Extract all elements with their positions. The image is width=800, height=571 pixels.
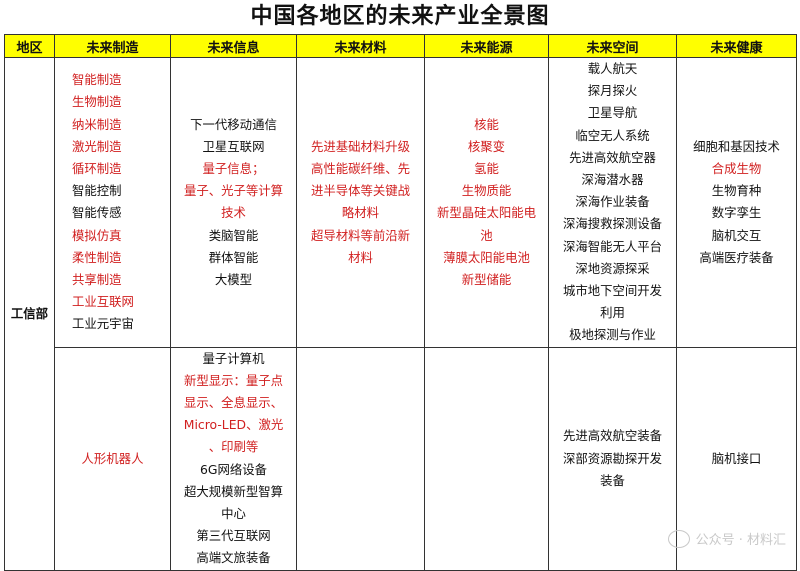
list-item: 技术 — [221, 205, 246, 221]
list-item: 薄膜太阳能电池 — [443, 249, 530, 265]
list-item: 共享制造 — [72, 271, 122, 287]
cell-materials: 先进基础材料升级高性能碳纤维、先进半导体等关键战略材料超导材料等前沿新材料 — [296, 57, 425, 348]
list-item: 池 — [480, 227, 493, 243]
list-item: 超大规模新型智算 — [183, 483, 284, 499]
list-item: 工业互联网 — [72, 294, 134, 310]
list-item: 略材料 — [341, 205, 380, 221]
list-item: 深海搜救探测设备 — [562, 216, 663, 232]
list-item: 智能制造 — [72, 72, 122, 88]
list-item: 核能 — [474, 116, 499, 132]
list-item: Micro-LED、激光 — [183, 417, 284, 433]
list-item: 城市地下空间开发 — [562, 283, 663, 299]
list-item: 、印刷等 — [208, 439, 259, 455]
cell-manufacturing: 人形机器人 — [54, 346, 171, 571]
list-item: 卫星互联网 — [202, 138, 265, 154]
list-item: 新型显示：量子点 — [183, 372, 284, 388]
list-item: 激光制造 — [72, 138, 122, 154]
list-item: 细胞和基因技术 — [693, 138, 780, 154]
list-item: 类脑智能 — [208, 227, 259, 243]
list-item: 纳米制造 — [72, 116, 122, 132]
industry-table: 地区 未来制造 未来信息 未来材料 未来能源 未来空间 未来健康 工信部 智能制… — [4, 34, 797, 571]
cell-energy: 核能核聚变氢能生物质能新型晶硅太阳能电池薄膜太阳能电池新型储能 — [424, 57, 549, 348]
list-item: 脑机交互 — [711, 227, 762, 243]
page-title: 中国各地区的未来产业全景图 — [250, 4, 550, 29]
region-cell: 工信部 — [4, 57, 55, 571]
cell-manufacturing: 智能制造生物制造纳米制造激光制造循环制造智能控制智能传感模拟仿真柔性制造共享制造… — [54, 57, 171, 348]
cell-space: 载人航天探月探火卫星导航临空无人系统先进高效航空器深海潜水器深海作业装备深海搜救… — [548, 57, 677, 348]
list-item: 核聚变 — [467, 138, 506, 154]
list-item: 量子信息； — [202, 160, 265, 176]
list-item: 生物质能 — [461, 183, 512, 199]
list-item: 装备 — [600, 472, 625, 488]
list-item: 高端医疗装备 — [699, 249, 774, 265]
list-item: 合成生物 — [711, 160, 762, 176]
list-item: 显示、全息显示、 — [183, 395, 284, 411]
header-region: 地区 — [4, 34, 55, 58]
cell-health: 细胞和基因技术合成生物生物育种数字孪生脑机交互高端医疗装备 — [676, 57, 797, 348]
list-item: 利用 — [600, 305, 625, 321]
list-item: 中心 — [221, 506, 246, 522]
list-item: 临空无人系统 — [575, 127, 650, 143]
list-item: 智能传感 — [72, 205, 122, 221]
cell-information: 量子计算机新型显示：量子点显示、全息显示、 Micro-LED、激光、印刷等 6G网… — [170, 346, 297, 571]
header-manufacturing: 未来制造 — [54, 34, 171, 58]
list-item: 循环制造 — [72, 160, 122, 176]
list-item: 氢能 — [474, 160, 499, 176]
header-energy: 未来能源 — [424, 34, 549, 58]
cell-health: 脑机接口 — [676, 346, 797, 571]
list-item: 高端文旅装备 — [196, 550, 271, 566]
list-item: 先进高效航空器 — [569, 149, 656, 165]
header-health: 未来健康 — [676, 34, 797, 58]
list-item: 极地探测与作业 — [569, 327, 656, 343]
list-item: 深部资源勘探开发 — [562, 450, 663, 466]
list-item: 第三代互联网 — [196, 528, 271, 544]
list-item: 新型晶硅太阳能电 — [436, 205, 537, 221]
header-row: 地区 未来制造 未来信息 未来材料 未来能源 未来空间 未来健康 — [4, 34, 797, 58]
watermark: 公众号 · 材料汇 — [667, 529, 786, 548]
list-item: 卫星导航 — [587, 105, 638, 121]
list-item: 载人航天 — [587, 61, 638, 76]
list-item: 材料 — [348, 249, 373, 265]
header-information: 未来信息 — [170, 34, 297, 58]
list-item: 新型储能 — [461, 271, 512, 287]
list-item: 深地资源探采 — [575, 260, 650, 276]
list-item: 数字孪生 — [711, 205, 762, 221]
cell-energy — [424, 346, 549, 571]
wechat-icon — [667, 529, 690, 548]
list-item: 模拟仿真 — [72, 227, 122, 243]
list-item: 生物育种 — [711, 183, 762, 199]
list-item: 脑机接口 — [711, 450, 762, 466]
header-materials: 未来材料 — [296, 34, 425, 58]
list-item: 探月探火 — [587, 83, 638, 99]
list-item: 高性能碳纤维、先 — [310, 160, 411, 176]
list-item: 量子、光子等计算 — [183, 183, 284, 199]
list-item: 人形机器人 — [81, 450, 144, 466]
list-item: 量子计算机 — [202, 350, 265, 366]
list-item: 群体智能 — [208, 249, 259, 265]
list-item: 深海作业装备 — [575, 194, 650, 210]
list-item: 6G网络设备 — [199, 461, 268, 477]
list-item: 超导材料等前沿新 — [310, 227, 411, 243]
list-item: 工业元宇宙 — [72, 316, 134, 332]
list-item: 大模型 — [214, 271, 253, 287]
list-item: 先进高效航空装备 — [562, 428, 663, 444]
watermark-text: 公众号 · 材料汇 — [695, 533, 786, 548]
list-item: 柔性制造 — [72, 249, 122, 265]
list-item: 下一代移动通信 — [190, 116, 277, 132]
list-item: 深海潜水器 — [581, 172, 644, 188]
list-item: 进半导体等关键战 — [310, 183, 411, 199]
list-item: 先进基础材料升级 — [310, 138, 411, 154]
list-item: 智能控制 — [72, 183, 122, 199]
cell-materials — [296, 346, 425, 571]
list-item: 生物制造 — [72, 94, 122, 110]
cell-space: 先进高效航空装备深部资源勘探开发装备 — [548, 346, 677, 571]
table-row: 人形机器人 量子计算机新型显示：量子点显示、全息显示、 Micro-LED、激光、… — [5, 346, 797, 571]
header-space: 未来空间 — [548, 34, 677, 58]
table-row: 工信部 智能制造生物制造纳米制造激光制造循环制造智能控制智能传感模拟仿真柔性制造… — [4, 57, 797, 571]
list-item: 深海智能无人平台 — [562, 238, 663, 254]
cell-information: 下一代移动通信卫星互联网量子信息； 量子、光子等计算技术类脑智能群体智能大模型 — [170, 57, 297, 348]
